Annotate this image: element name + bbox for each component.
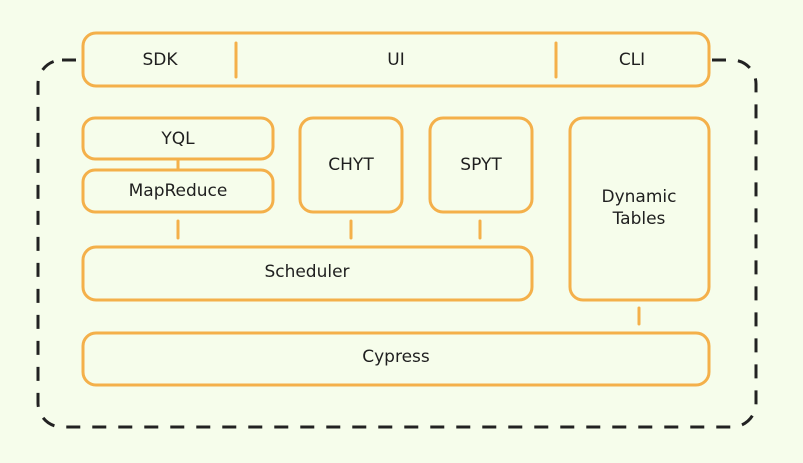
mapreduce-box: MapReduce [81, 168, 275, 214]
spyt-box: SPYT [428, 116, 534, 214]
scheduler-box: Scheduler [81, 245, 534, 302]
system-boundary [36, 58, 758, 429]
chyt-label: CHYT [328, 155, 374, 175]
ui-label: UI [387, 50, 404, 70]
yql-label: YQL [160, 129, 195, 149]
chyt-box: CHYT [298, 116, 404, 214]
cypress-box: Cypress [81, 331, 711, 387]
top-bar: SDK UI CLI [81, 31, 711, 88]
yql-box: YQL [81, 116, 275, 161]
cli-label: CLI [619, 50, 645, 70]
dynamic-tables-label-line2: Tables [612, 209, 666, 229]
mapreduce-label: MapReduce [129, 181, 228, 201]
spyt-label: SPYT [460, 155, 502, 175]
dynamic-tables-label-line1: Dynamic [602, 187, 677, 207]
sdk-label: SDK [142, 50, 178, 70]
scheduler-label: Scheduler [264, 262, 349, 282]
cypress-label: Cypress [362, 347, 430, 367]
dynamic-tables-box: Dynamic Tables [568, 116, 711, 302]
